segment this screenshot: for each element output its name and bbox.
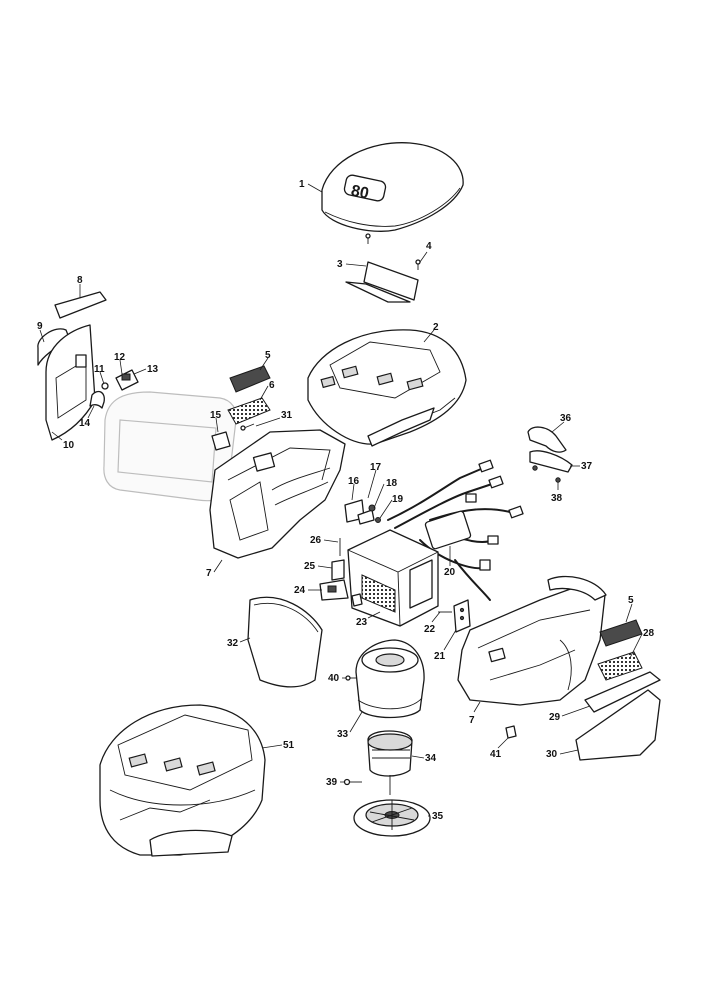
callout-18: 18 <box>386 478 398 489</box>
callout-13: 13 <box>147 364 159 375</box>
callout-32: 32 <box>227 638 239 649</box>
part-filter-frame <box>597 651 643 681</box>
part-handle-grip <box>527 426 573 483</box>
part-fan-blade <box>353 799 431 837</box>
callout-7-right: 7 <box>469 715 475 726</box>
part-motor <box>367 730 413 795</box>
callout-10: 10 <box>63 440 75 451</box>
callout-20: 20 <box>444 567 456 578</box>
callout-25: 25 <box>304 561 316 572</box>
callout-35: 35 <box>432 811 444 822</box>
part-side-cover-right <box>575 689 661 761</box>
callout-26: 26 <box>310 535 322 546</box>
part-small-fittings <box>319 538 363 607</box>
part-connectors <box>344 499 381 525</box>
callout-37: 37 <box>581 461 593 472</box>
callout-31: 31 <box>281 410 293 421</box>
part-filter <box>229 365 271 393</box>
callout-1: 1 <box>299 179 305 190</box>
part-wiring-harness <box>387 459 524 601</box>
callout-33: 33 <box>337 729 349 740</box>
part-cover-strip <box>584 671 661 713</box>
bolt-icon <box>343 778 362 786</box>
callout-36: 36 <box>560 413 572 424</box>
callout-3: 3 <box>337 259 343 270</box>
callout-11: 11 <box>94 364 105 375</box>
callout-16: 16 <box>348 476 360 487</box>
part-fan-housing <box>355 639 425 719</box>
callout-30: 30 <box>546 749 558 760</box>
part-assembled-unit <box>99 704 266 857</box>
cover-emblem-text: 80 <box>349 182 370 202</box>
callout-21: 21 <box>434 651 446 662</box>
part-clip <box>505 725 517 739</box>
callout-15: 15 <box>210 410 222 421</box>
callout-40: 40 <box>328 673 340 684</box>
callout-7: 7 <box>206 568 212 579</box>
callout-39: 39 <box>326 777 338 788</box>
callout-41: 41 <box>490 749 502 760</box>
callout-28: 28 <box>643 628 655 639</box>
callout-34: 34 <box>425 753 437 764</box>
part-clips <box>89 369 139 409</box>
callout-24: 24 <box>294 585 306 596</box>
part-filter <box>599 619 643 647</box>
screw-icon <box>345 675 356 681</box>
part-top-cover: 80 <box>321 142 464 232</box>
callout-5-right: 5 <box>628 595 634 606</box>
callout-22: 22 <box>424 624 436 635</box>
callout-51: 51 <box>283 740 295 751</box>
callout-19: 19 <box>392 494 404 505</box>
callout-8: 8 <box>77 275 83 286</box>
screw-icon <box>365 233 371 244</box>
callout-38: 38 <box>551 493 563 504</box>
callout-2: 2 <box>433 322 439 333</box>
callout-14: 14 <box>79 418 91 429</box>
callout-12: 12 <box>114 352 126 363</box>
callout-17: 17 <box>370 462 382 473</box>
part-bracket <box>345 261 419 303</box>
part-chassis-right <box>457 575 607 706</box>
callout-4: 4 <box>426 241 432 252</box>
part-filter-frame <box>227 397 271 425</box>
part-fastener <box>211 423 255 451</box>
callout-6: 6 <box>269 380 275 391</box>
callout-9: 9 <box>37 321 43 332</box>
callout-23: 23 <box>356 617 368 628</box>
part-control-box <box>347 529 439 627</box>
part-lower-panel-left <box>247 596 323 688</box>
callout-5: 5 <box>265 350 271 361</box>
part-terminal-block <box>438 599 471 633</box>
part-upper-housing <box>307 329 467 447</box>
screw-icon <box>415 259 421 270</box>
callout-labels: 1 2 3 4 5 6 7 8 9 10 11 12 13 14 15 16 1 <box>37 179 655 822</box>
ghost-battery-outline <box>103 391 237 502</box>
callout-29: 29 <box>549 712 561 723</box>
part-chassis-left <box>209 429 346 559</box>
